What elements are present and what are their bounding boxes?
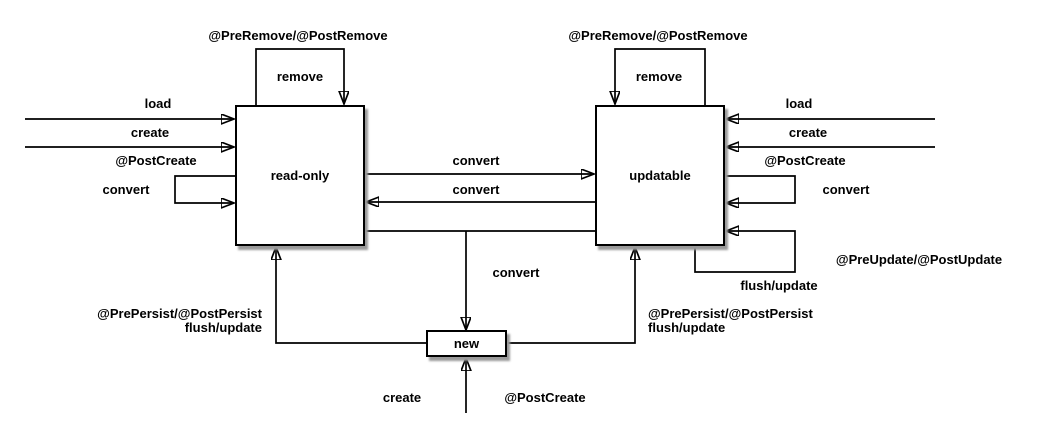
label-remove-updatable: remove <box>635 69 683 84</box>
state-updatable: updatable <box>595 105 725 246</box>
label-create-left: create <box>130 125 170 140</box>
edge-convert-loop-updatable <box>725 175 796 203</box>
label-preupdate-postupdate: @PreUpdate/@PostUpdate <box>835 252 1003 267</box>
label-block-prepersist-right: @PrePersist/@PostPersist flush/update <box>648 307 813 335</box>
label-flush-update-loop: flush/update <box>740 278 818 293</box>
label-preremove-postremove-readonly: @PreRemove/@PostRemove <box>208 28 388 43</box>
label-postcreate-bottom: @PostCreate <box>504 390 586 405</box>
edge-convert-loop-readonly <box>174 175 235 203</box>
label-create-right: create <box>788 125 828 140</box>
label-prepersist-postpersist-left: @PrePersist/@PostPersist <box>97 306 262 321</box>
state-new-label: new <box>453 336 480 351</box>
label-create-bottom: create <box>382 390 422 405</box>
state-read-only-label: read-only <box>270 168 330 183</box>
label-convert-to-new: convert <box>492 265 540 280</box>
label-postcreate-left: @PostCreate <box>115 153 197 168</box>
label-convert-loop-left: convert <box>102 182 150 197</box>
label-load-right: load <box>785 96 813 111</box>
edge-remove-loop-updatable <box>615 48 706 105</box>
label-load-left: load <box>144 96 172 111</box>
state-updatable-label: updatable <box>629 168 691 183</box>
label-remove-readonly: remove <box>276 69 324 84</box>
edge-remove-loop-readonly <box>255 48 344 105</box>
label-postcreate-right: @PostCreate <box>764 153 846 168</box>
edge-new-to-readonly <box>276 247 426 344</box>
label-flush-update-left: flush/update <box>184 320 262 335</box>
edge-new-to-updatable <box>507 247 635 344</box>
state-read-only: read-only <box>235 105 365 246</box>
label-block-prepersist-left: @PrePersist/@PostPersist flush/update <box>97 307 262 335</box>
edge-flush-update-loop-updatable <box>694 231 796 273</box>
label-flush-update-right: flush/update <box>648 320 726 335</box>
label-prepersist-postpersist-right: @PrePersist/@PostPersist <box>648 306 813 321</box>
state-new: new <box>426 330 507 357</box>
label-convert-to-readonly: convert <box>452 182 500 197</box>
label-convert-to-updatable: convert <box>452 153 500 168</box>
label-convert-loop-right: convert <box>822 182 870 197</box>
label-preremove-postremove-updatable: @PreRemove/@PostRemove <box>568 28 748 43</box>
